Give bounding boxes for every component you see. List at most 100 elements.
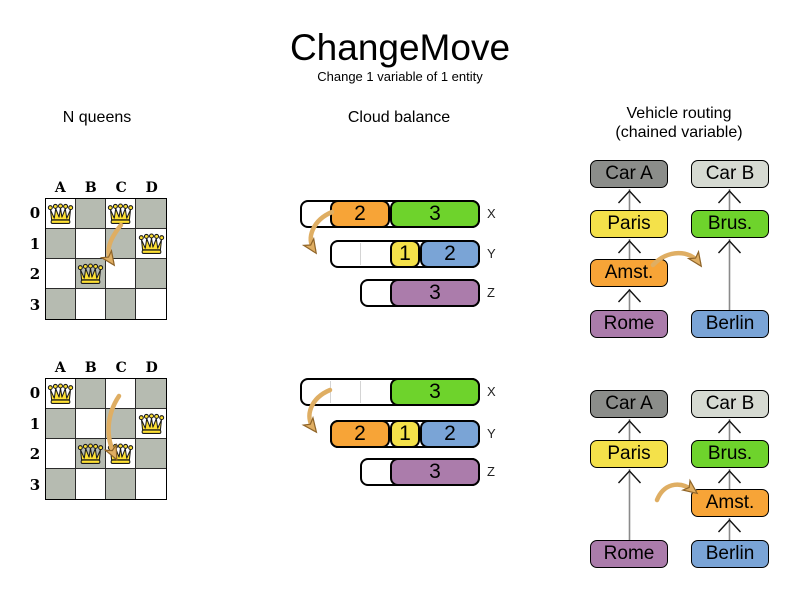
vehicle-box-rome: Rome [590,540,668,568]
board-cell-c3 [106,289,136,319]
board-cell-a2 [46,439,76,469]
col-label-d: D [145,360,158,376]
nqueens-before: A B C D 0 1 2 3 [25,180,167,320]
process-block: 3 [390,458,480,486]
board-cell-a2 [46,259,76,289]
board-cell-b3 [76,469,106,499]
board-cell-b3 [76,289,106,319]
col-label-c: C [115,360,127,376]
row-label-1: 1 [29,234,41,253]
process-block: 1 [390,420,420,448]
chain-links-after [617,419,742,540]
board-cell-d2 [136,259,166,289]
capacity-tick [360,243,361,265]
process-block: 3 [390,378,480,406]
board-cell-a0 [46,379,76,409]
section-title-vehicle: Vehicle routing (chained variable) [589,104,769,142]
capacity-tick [360,381,361,403]
board-cell-d1 [136,409,166,439]
col-label-c: C [115,180,127,196]
board-cell-b0 [76,199,106,229]
board-cell-d3 [136,289,166,319]
vehicle-box-rome: Rome [590,310,668,338]
queen-icon [77,263,104,284]
vehicle-box-brus: Brus. [691,440,769,468]
move-arrow-vehicle-after [654,478,699,503]
board-cell-b2 [76,259,106,289]
col-label-a: A [54,360,66,376]
board-cell-c1 [106,229,136,259]
board-cell-d1 [136,229,166,259]
board-cell-b2 [76,439,106,469]
vehicle-box-berlin: Berlin [691,310,769,338]
section-title-cloud: Cloud balance [347,109,451,126]
row-label-2: 2 [29,445,41,463]
board-cell-d0 [136,379,166,409]
process-value: 3 [429,281,441,304]
board-cell-c3 [106,469,136,499]
board-cell-a0 [46,199,76,229]
process-block: 2 [420,420,480,448]
vehicle-box-berlin: Berlin [691,540,769,568]
board-column-labels: A B C D [45,360,167,378]
col-label-b: B [84,360,97,376]
vehicle-box-car-b: Car B [691,160,769,188]
row-label-0: 0 [29,204,41,222]
process-block: 3 [390,279,480,307]
computer-z-label: Z [487,285,495,300]
process-value: 3 [429,202,441,225]
board-cell-b0 [76,379,106,409]
board-cell-a1 [46,409,76,439]
vehicle-box-car-a: Car A [590,390,668,418]
process-value: 2 [354,422,366,445]
board-cell-d0 [136,199,166,229]
queen-icon [47,383,74,404]
vehicle-box-car-a: Car A [590,160,668,188]
board-row-labels: 0 1 2 3 [25,378,45,500]
board-column-labels: A B C D [45,180,167,198]
computer-x-label: X [487,384,496,399]
queen-icon [138,413,164,434]
process-value: 2 [444,422,456,445]
board-cell-c0 [106,379,136,409]
board-cell-c0 [106,199,136,229]
vehicle-box-brus: Brus. [691,210,769,238]
col-label-a: A [54,180,66,196]
vehicle-box-paris: Paris [590,440,668,468]
computer-z-label: Z [487,464,495,479]
process-block: 2 [330,420,390,448]
process-value: 2 [354,202,366,225]
row-label-1: 1 [29,414,41,433]
vehicle-title-line2: (chained variable) [615,124,743,141]
chessboard-before [45,198,167,320]
row-label-2: 2 [29,265,41,283]
chain-links-before [617,189,742,310]
row-label-3: 3 [29,295,41,314]
row-label-3: 3 [29,475,41,494]
queen-icon [107,443,134,464]
computer-y-label: Y [487,246,496,261]
board-cell-b1 [76,409,106,439]
process-value: 3 [429,380,441,403]
queen-icon [77,443,104,464]
board-cell-c2 [106,439,136,469]
col-label-b: B [84,180,97,196]
process-value: 3 [429,460,441,483]
process-block: 3 [390,200,480,228]
board-cell-c1 [106,409,136,439]
process-value: 1 [399,422,411,445]
process-block: 2 [330,200,390,228]
board-cell-b1 [76,229,106,259]
board-cell-c2 [106,259,136,289]
board-cell-d2 [136,439,166,469]
row-label-0: 0 [29,384,41,402]
process-block: 1 [390,240,420,268]
process-value: 2 [444,242,456,265]
section-title-nqueens: N queens [62,109,132,126]
nqueens-after: A B C D 0 1 2 3 [25,360,167,500]
vehicle-box-paris: Paris [590,210,668,238]
chessboard-after [45,378,167,500]
queen-icon [138,233,164,254]
board-row-labels: 0 1 2 3 [25,198,45,320]
